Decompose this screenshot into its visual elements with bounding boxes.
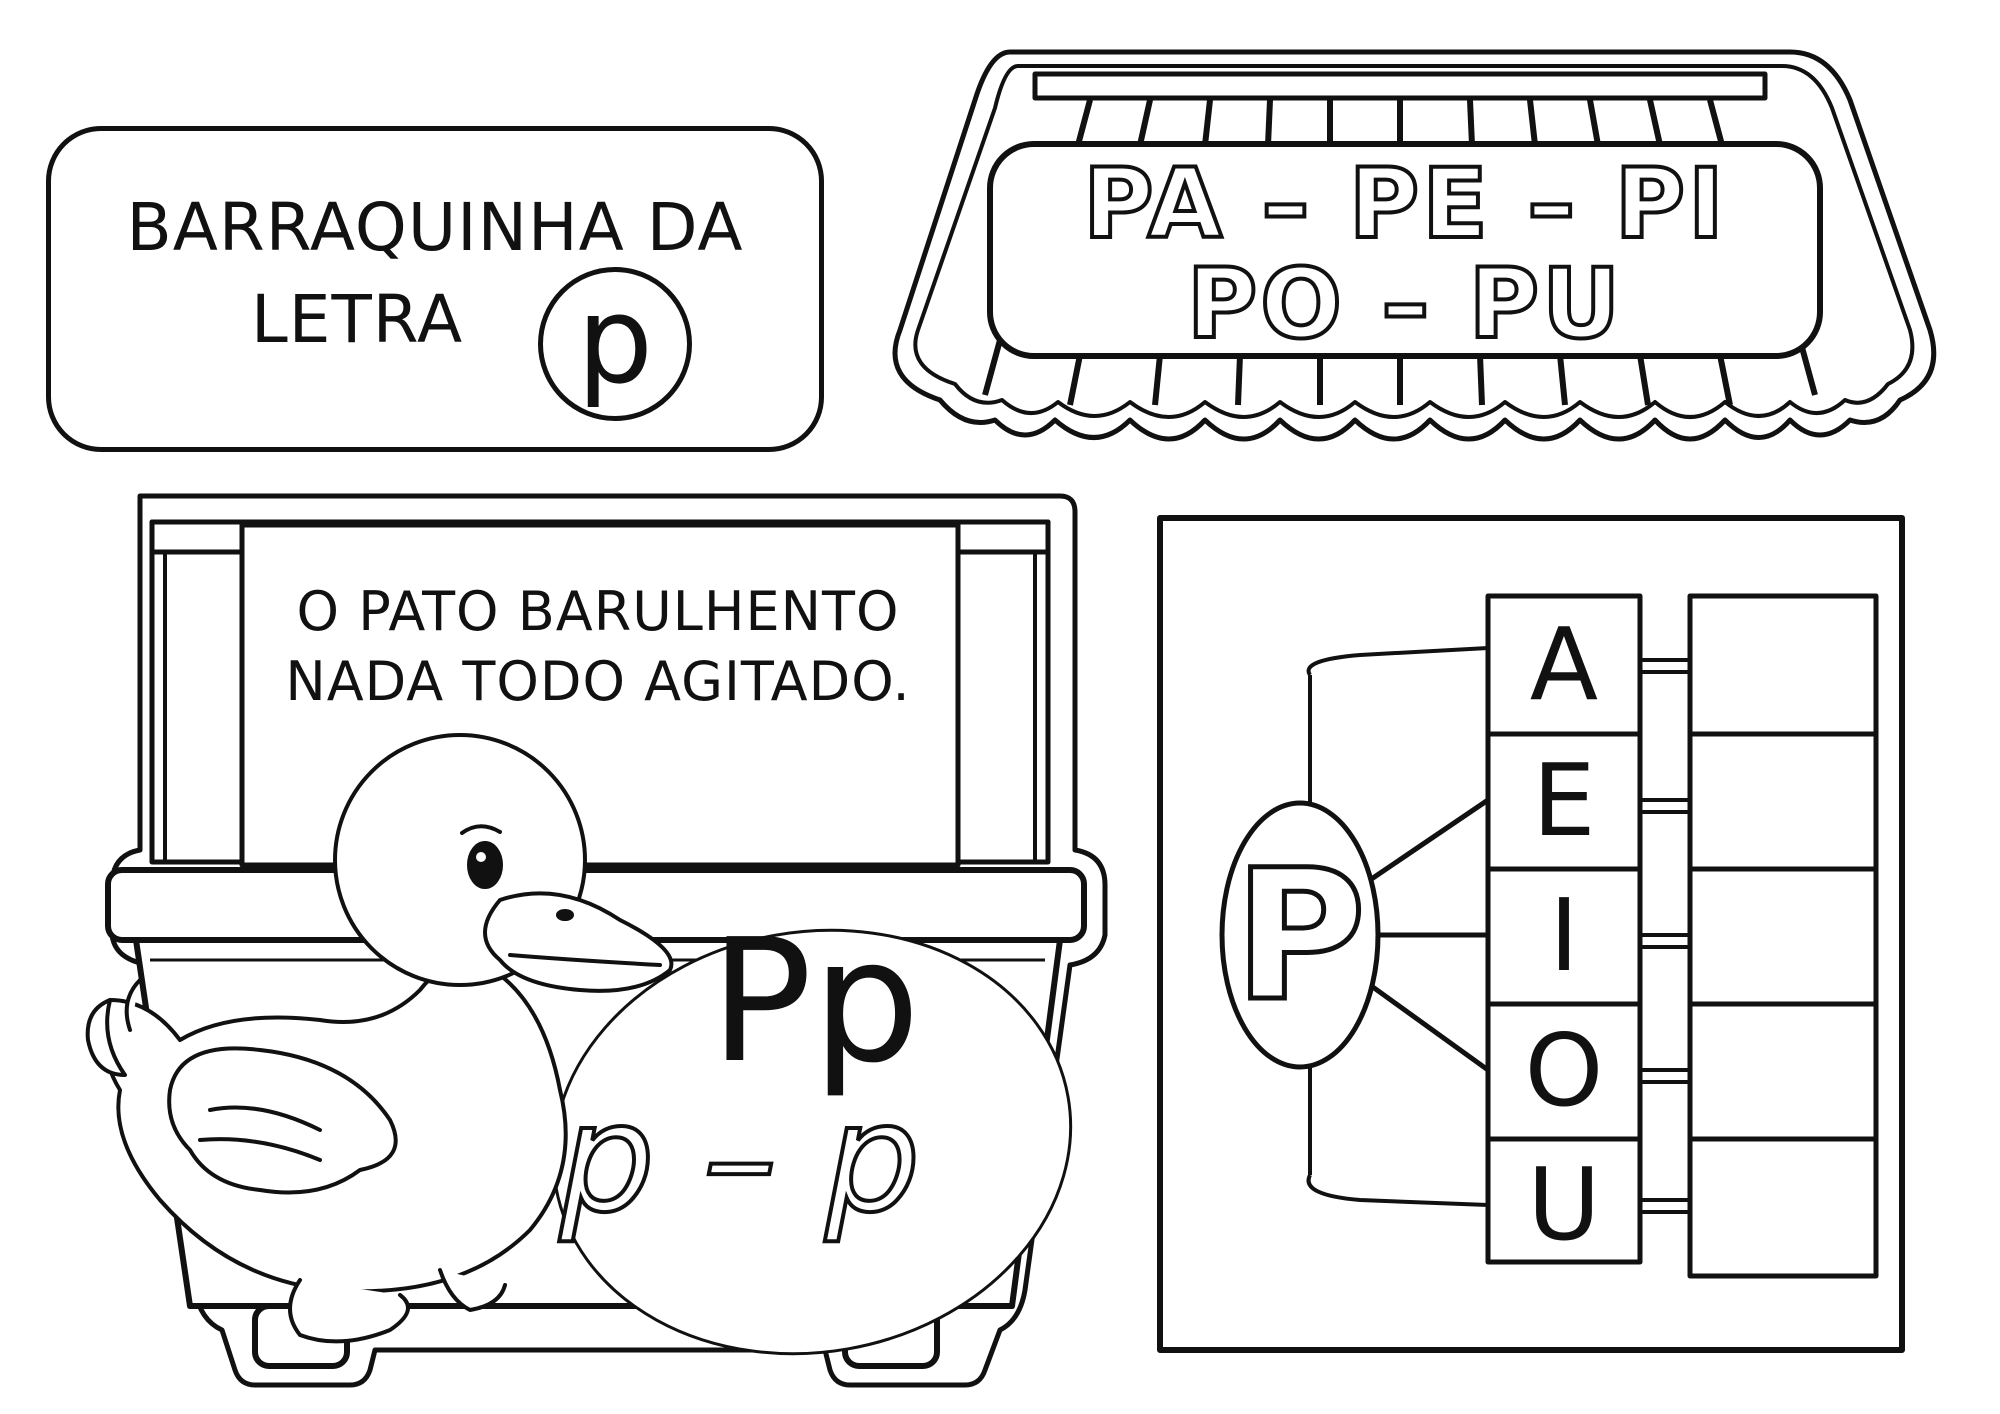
vowel-e: E <box>1532 742 1596 859</box>
sentence-line-2: NADA TODO AGITADO. <box>285 650 911 713</box>
syllable-diagram <box>1157 515 1905 1353</box>
title-letter-circle: p <box>538 267 692 421</box>
syllables-line-1: PA – PE – PI <box>1081 146 1727 262</box>
vowel-o: O <box>1524 1012 1604 1129</box>
title-box: BARRAQUINHA DA LETRA p <box>46 126 824 452</box>
vowel-u: U <box>1527 1146 1601 1263</box>
vowel-a: A <box>1529 606 1599 723</box>
cursive-letters: p – p <box>559 1072 921 1246</box>
vowel-i: I <box>1549 877 1579 994</box>
title-line-2: LETRA <box>251 281 464 358</box>
awning <box>892 49 1937 442</box>
diagram-letter: P <box>1234 832 1366 1041</box>
sentence-line-1: O PATO BARULHENTO <box>296 580 900 643</box>
title-line-1: BARRAQUINHA DA <box>126 189 744 266</box>
duck-drawing <box>85 733 674 1344</box>
print-letters: Pp <box>710 903 920 1101</box>
syllables-line-2: PO – PU <box>1185 246 1624 362</box>
